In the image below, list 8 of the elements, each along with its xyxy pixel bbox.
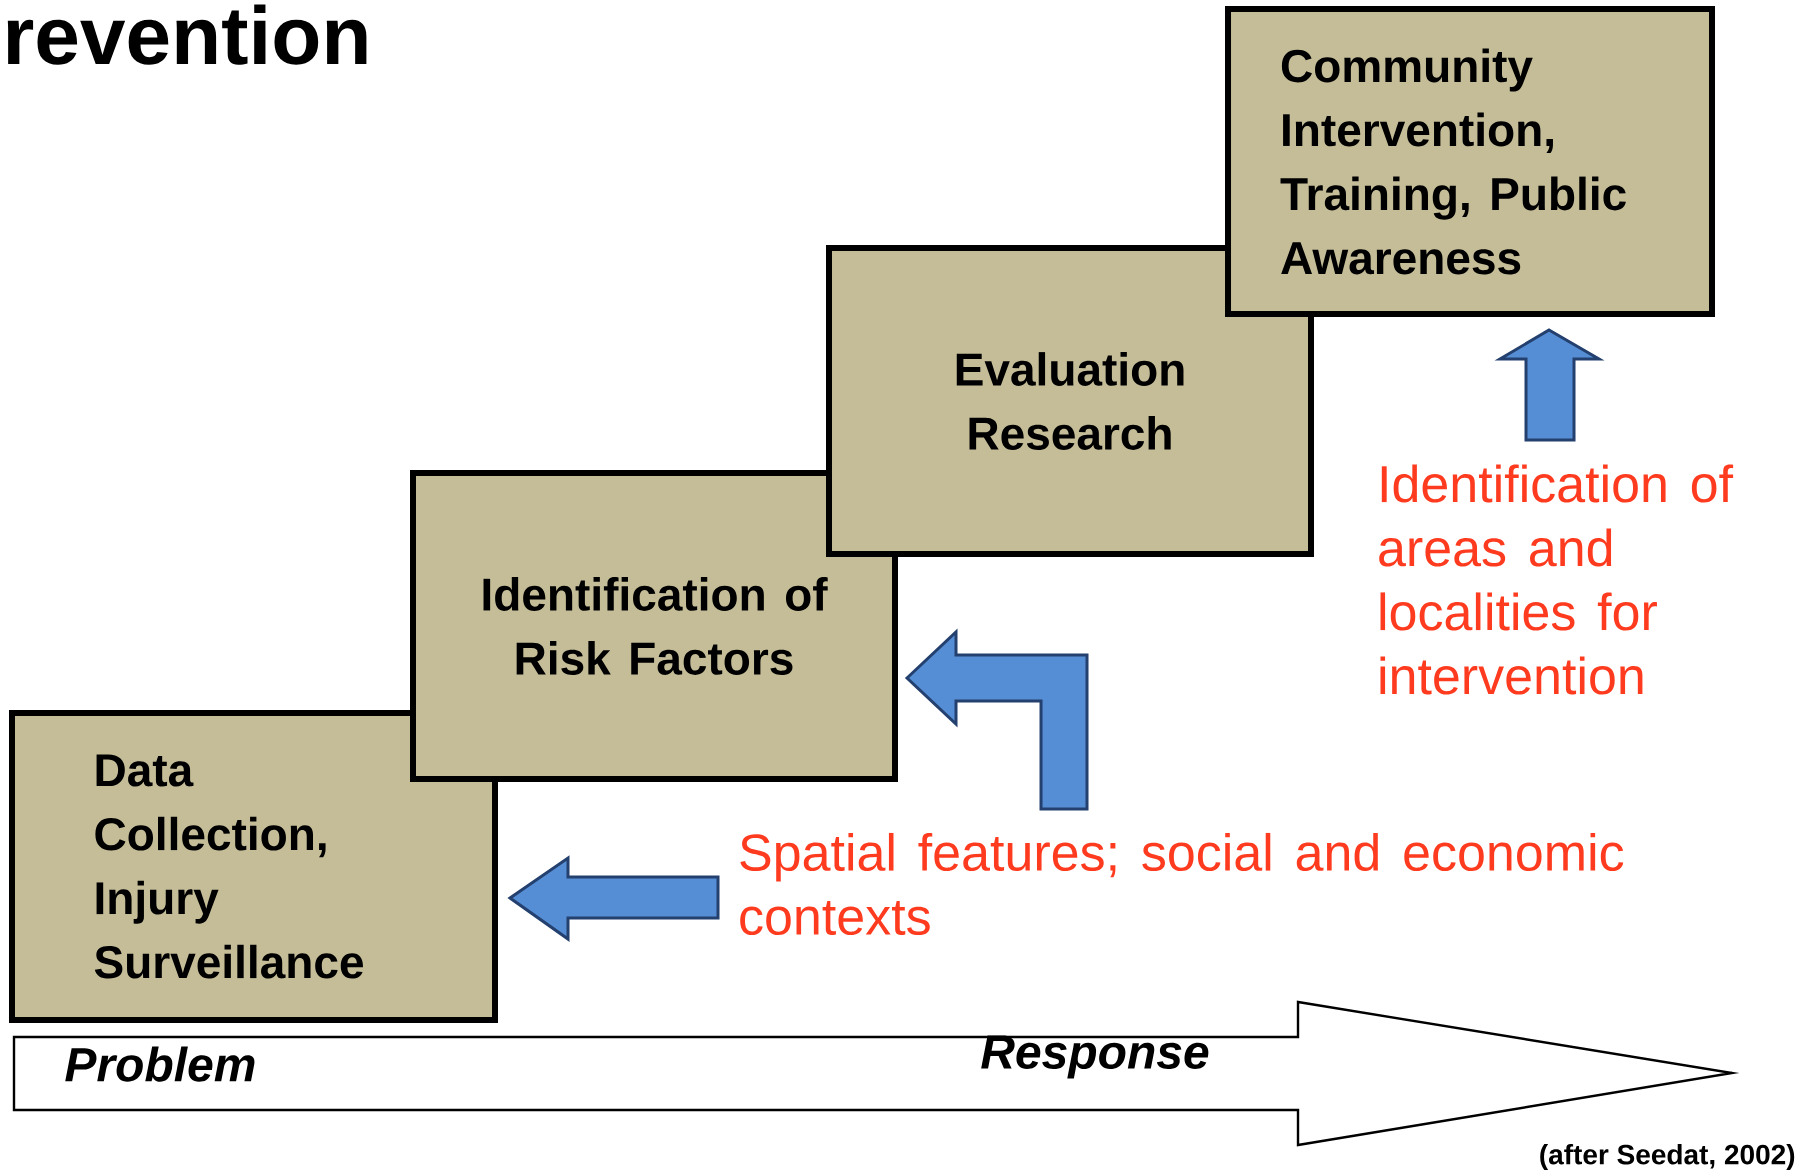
process-box: Community Intervention, Training, Public Awareness bbox=[1225, 6, 1715, 317]
title: revention bbox=[7, 4, 367, 65]
citation: (after Seedat, 2002) bbox=[1540, 1143, 1795, 1171]
annotation-text: Identification of areas and localities for intervention bbox=[1379, 464, 1734, 695]
axis-label: Response bbox=[981, 1035, 1209, 1079]
process-box: Identification of Risk Factors bbox=[410, 470, 898, 782]
annotation-text: Spatial features; social and economic contexts bbox=[740, 832, 1624, 936]
process-box: Data Collection, Injury Surveillance bbox=[9, 710, 498, 1023]
